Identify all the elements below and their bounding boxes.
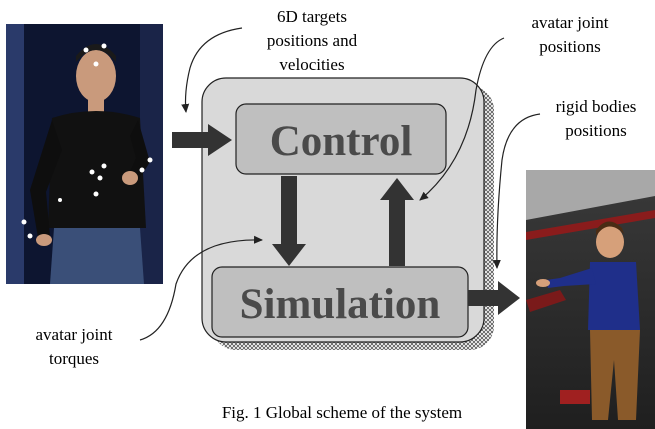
joint-positions-label-line-2: positions bbox=[539, 37, 600, 56]
input-label-line-2: positions and bbox=[267, 31, 358, 50]
joint-torques-label-line-1: avatar joint bbox=[36, 325, 113, 344]
simulation-box: Simulation bbox=[211, 266, 469, 338]
rigid-bodies-label-line-2: positions bbox=[565, 121, 626, 140]
joint-positions-label-line-1: avatar joint bbox=[532, 13, 609, 32]
joint-torques-pointer bbox=[139, 235, 263, 341]
simulation-to-control-arrow bbox=[380, 178, 414, 266]
joint-torques-label: avatar joint torques bbox=[36, 325, 113, 368]
annotation-arrows bbox=[139, 27, 541, 341]
output-arrow bbox=[468, 281, 520, 315]
input-label-line-1: 6D targets bbox=[277, 7, 347, 26]
input-arrow bbox=[172, 124, 232, 156]
control-label: Control bbox=[270, 118, 413, 165]
input-pointer bbox=[181, 27, 243, 113]
left-photo bbox=[6, 24, 163, 284]
joint-positions-label: avatar joint positions bbox=[532, 13, 609, 56]
figure-caption: Fig. 1 Global scheme of the system bbox=[222, 403, 462, 422]
rigid-bodies-label: rigid bodies positions bbox=[556, 97, 637, 140]
control-to-simulation-arrow bbox=[272, 176, 306, 266]
thick-arrows bbox=[172, 124, 520, 315]
joint-torques-label-line-2: torques bbox=[49, 349, 99, 368]
joint-positions-pointer bbox=[419, 37, 505, 201]
rigid-bodies-label-line-1: rigid bodies bbox=[556, 97, 637, 116]
rigid-bodies-pointer bbox=[492, 113, 541, 269]
input-label: 6D targets positions and velocities bbox=[267, 7, 358, 74]
right-render bbox=[526, 170, 655, 429]
input-label-line-3: velocities bbox=[279, 55, 344, 74]
simulation-label: Simulation bbox=[240, 281, 441, 328]
control-box: Control bbox=[235, 103, 447, 175]
